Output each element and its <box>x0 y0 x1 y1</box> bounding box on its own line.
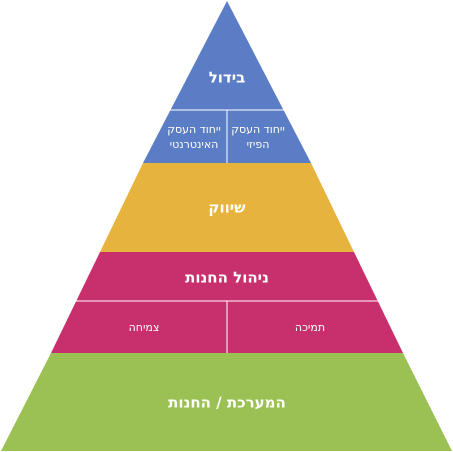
label-support: תמיכה <box>295 321 325 334</box>
tier-marketing <box>100 163 354 252</box>
label-marketing: שיווק <box>208 199 246 217</box>
label-online-uniqueness-line1: ייחוד העסק <box>167 123 221 136</box>
label-growth: צמיחה <box>129 321 160 334</box>
label-online-uniqueness-line2: האינטרנטי <box>170 138 219 151</box>
tier-base <box>1 353 452 451</box>
tier-top <box>143 1 311 163</box>
label-system-store: המערכת / החנות <box>168 394 286 412</box>
label-store-management: ניהול החנות <box>185 269 269 287</box>
label-physical-uniqueness-line2: הפיזי <box>247 138 270 151</box>
label-physical-uniqueness-line1: ייחוד העסק <box>231 123 285 136</box>
label-differentiation: בידול <box>209 69 246 87</box>
